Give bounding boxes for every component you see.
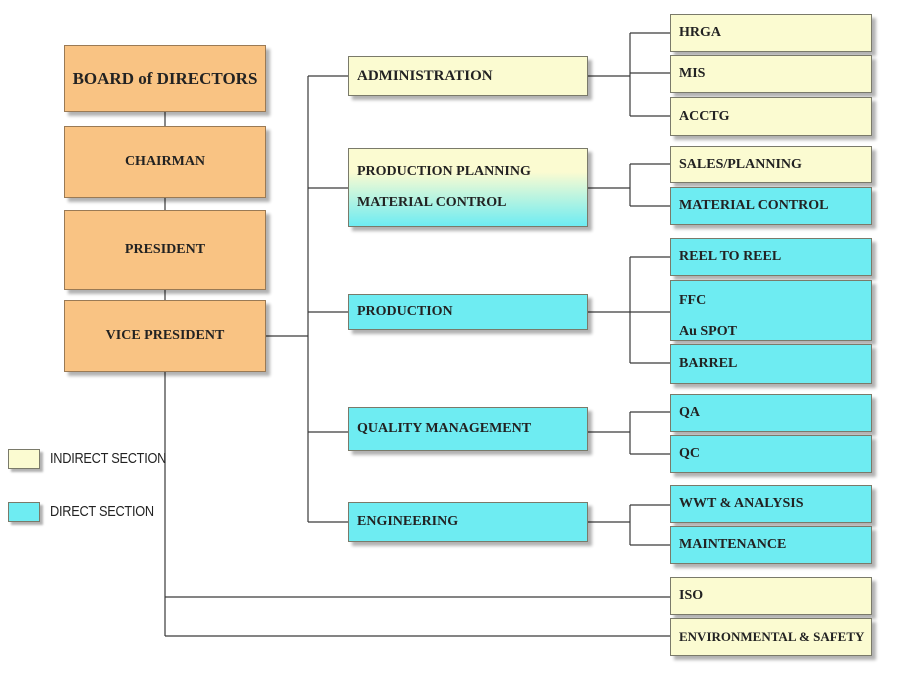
president-box: PRESIDENT xyxy=(64,210,266,290)
qc-box: QC xyxy=(670,435,872,473)
acctg-box: ACCTG xyxy=(670,97,872,136)
mis-box: MIS xyxy=(670,55,872,93)
environmental-safety-box: ENVIRONMENTAL & SAFETY xyxy=(670,618,872,656)
sales-planning-box: SALES/PLANNING xyxy=(670,146,872,183)
engineering-box: ENGINEERING xyxy=(348,502,588,542)
barrel-box: BARREL xyxy=(670,344,872,384)
wwt-analysis-box: WWT & ANALYSIS xyxy=(670,485,872,523)
maintenance-box: MAINTENANCE xyxy=(670,526,872,564)
qa-box: QA xyxy=(670,394,872,432)
au-spot-label: Au SPOT xyxy=(679,324,737,339)
indirect-section-label: INDIRECT SECTION xyxy=(50,450,167,467)
board-of-directors-box: BOARD of DIRECTORS xyxy=(64,45,266,112)
reel-to-reel-box: REEL TO REEL xyxy=(670,238,872,276)
chairman-box: CHAIRMAN xyxy=(64,126,266,198)
vice-president-box: VICE PRESIDENT xyxy=(64,300,266,372)
ppmc-line2: MATERIAL CONTROL xyxy=(357,195,507,210)
iso-box: ISO xyxy=(670,577,872,615)
production-planning-material-control-box: PRODUCTION PLANNING MATERIAL CONTROL xyxy=(348,148,588,227)
quality-management-box: QUALITY MANAGEMENT xyxy=(348,407,588,451)
direct-section-swatch xyxy=(8,502,40,522)
material-control-section-box: MATERIAL CONTROL xyxy=(670,187,872,225)
administration-box: ADMINISTRATION xyxy=(348,56,588,96)
indirect-section-swatch xyxy=(8,449,40,469)
ffc-au-spot-box: FFC Au SPOT xyxy=(670,280,872,341)
ffc-label: FFC xyxy=(679,293,707,308)
production-box: PRODUCTION xyxy=(348,294,588,330)
direct-section-label: DIRECT SECTION xyxy=(50,503,154,520)
hrga-box: HRGA xyxy=(670,14,872,52)
ppmc-line1: PRODUCTION PLANNING xyxy=(357,164,531,179)
